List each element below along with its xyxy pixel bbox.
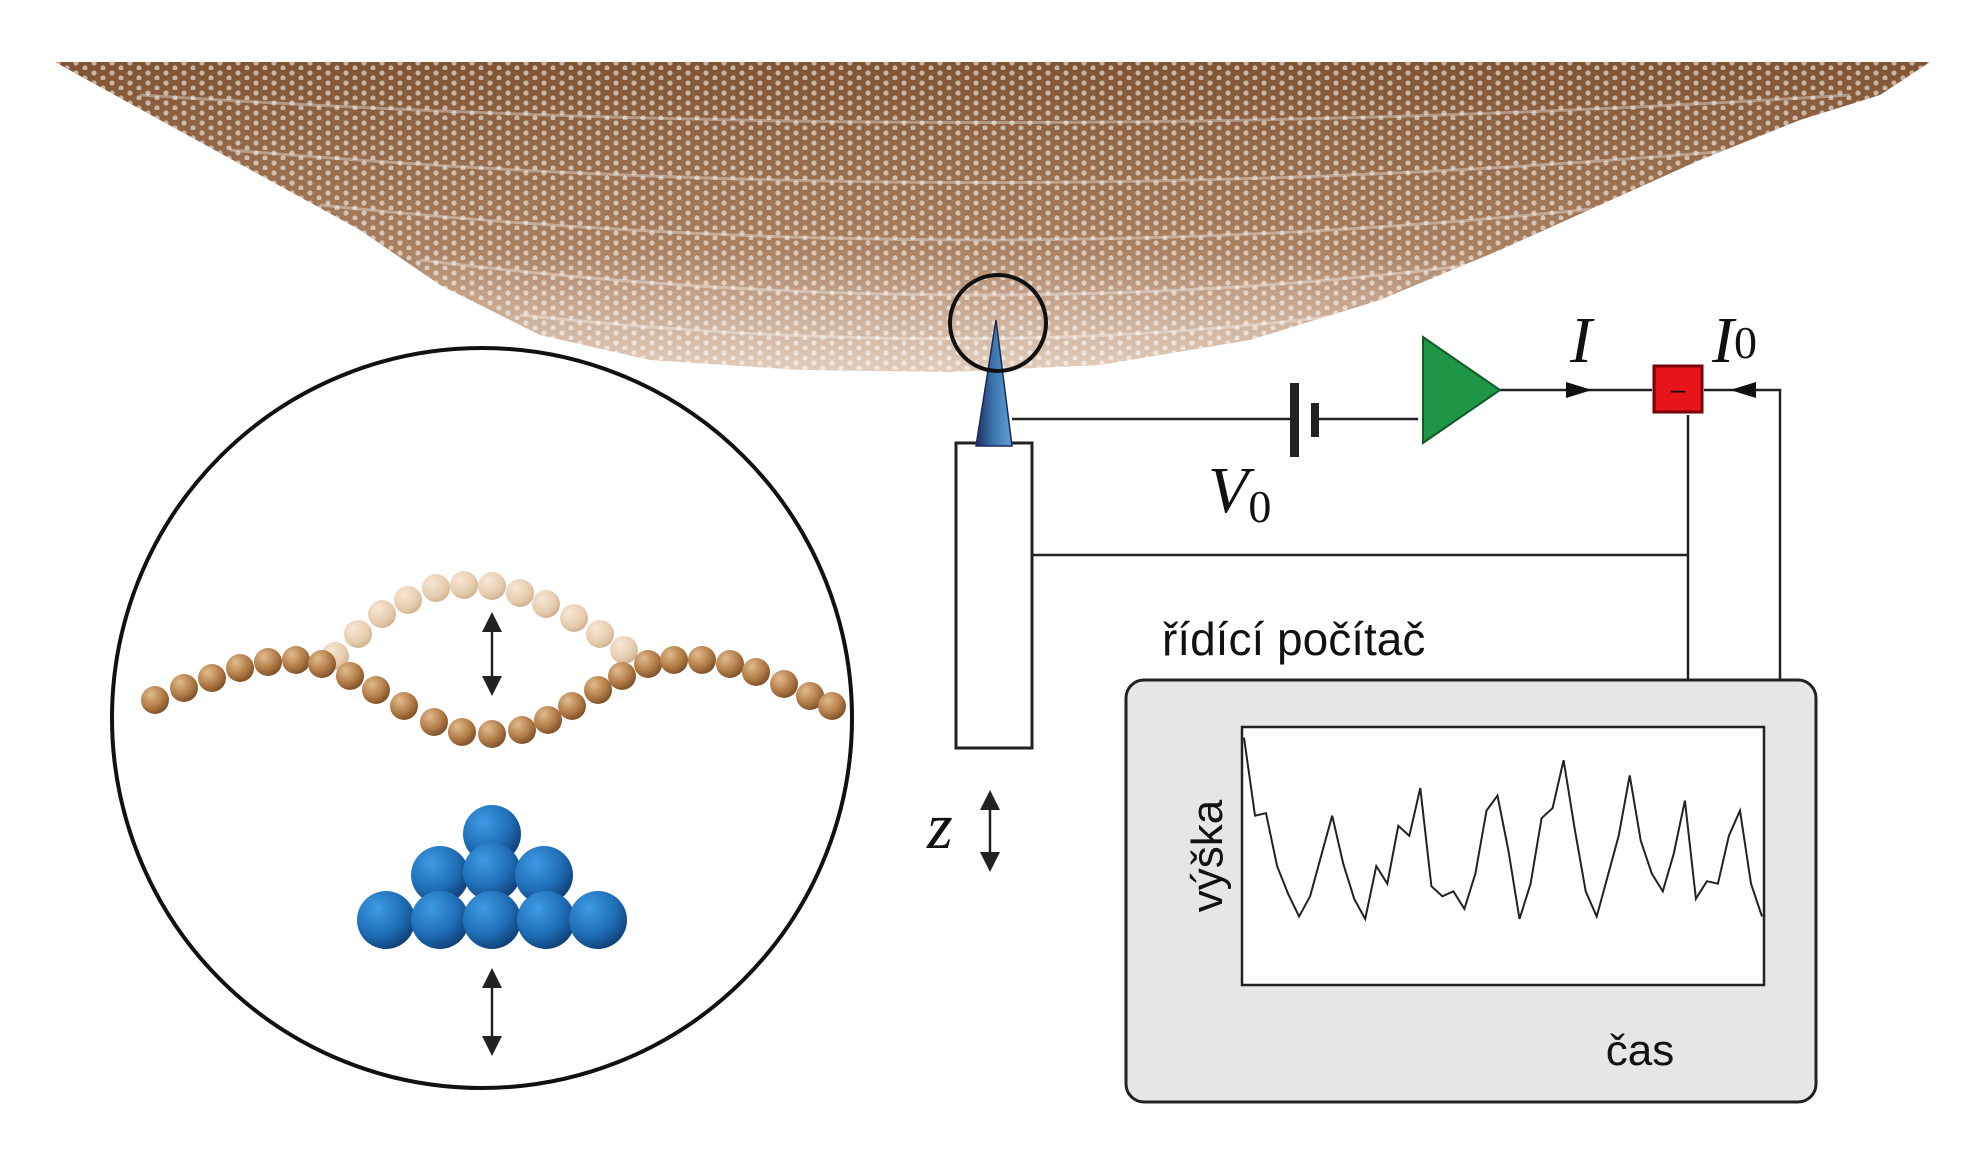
raised-atom	[532, 590, 560, 618]
reference-current-arrow	[1730, 382, 1756, 398]
chain-atom	[818, 692, 846, 720]
raised-atom	[506, 579, 534, 607]
piezo-scanner	[954, 441, 1034, 750]
chain-atom	[308, 650, 336, 678]
raised-atom	[422, 574, 450, 602]
circuit-wires	[1012, 388, 1782, 680]
cluster-double-arrow-icon	[482, 968, 502, 1056]
reference-current-label: I0	[1711, 304, 1757, 377]
chain-atom	[742, 658, 770, 686]
plot-screen	[1240, 725, 1766, 987]
chain-atom	[660, 646, 688, 674]
chain-atom	[282, 646, 310, 674]
chain-atom	[141, 686, 169, 714]
raised-atom	[450, 571, 478, 599]
chain-atom	[448, 718, 476, 746]
raised-atom	[560, 604, 588, 632]
z-axis-label: z	[926, 790, 953, 863]
chain-atom	[796, 682, 824, 710]
blue-atom-cluster	[357, 805, 627, 949]
chain-atom	[508, 716, 536, 744]
raised-atom	[478, 572, 506, 600]
raised-atom	[368, 600, 396, 628]
cluster-atom	[515, 846, 573, 904]
height-signal-line	[1243, 737, 1763, 922]
cluster-atom	[463, 843, 521, 901]
battery-icon	[1290, 383, 1319, 457]
chain-atom	[558, 692, 586, 720]
cluster-atom	[463, 891, 521, 949]
chain-atom	[534, 706, 562, 734]
graphene-membrane	[55, 62, 1930, 372]
raised-atom	[394, 586, 422, 614]
raised-atom	[610, 636, 638, 664]
x-axis-label: čas	[1606, 1026, 1674, 1075]
cluster-atom	[411, 846, 469, 904]
current-arrow	[1566, 382, 1592, 398]
comparator-sign: –	[1671, 374, 1686, 404]
chain-atom	[608, 662, 636, 690]
copper-atom-chain	[141, 571, 846, 748]
chain-atom	[362, 676, 390, 704]
chain-atom	[584, 676, 612, 704]
chain-atom	[170, 674, 198, 702]
cluster-atom	[357, 891, 415, 949]
chain-atom	[420, 708, 448, 736]
cluster-atom	[569, 891, 627, 949]
tip-highlight-circle	[948, 273, 1048, 373]
membrane-double-arrow-icon	[482, 612, 502, 696]
raised-atom	[344, 620, 372, 648]
cluster-atom	[411, 891, 469, 949]
y-axis-label: výška	[1183, 799, 1232, 912]
stm-tip-icon	[975, 319, 1013, 447]
cluster-atom	[517, 891, 575, 949]
chain-atom	[198, 664, 226, 692]
current-label: I	[1569, 304, 1595, 377]
z-double-arrow-icon	[980, 790, 1000, 872]
computer-label: řídící počítač	[1162, 613, 1425, 665]
chain-atom	[716, 650, 744, 678]
amplifier-icon	[1422, 335, 1502, 445]
comparator-box: –	[1652, 364, 1704, 414]
chain-atom	[390, 692, 418, 720]
chain-atom	[688, 646, 716, 674]
inset-magnified-circle	[110, 346, 854, 1090]
chain-atom	[336, 662, 364, 690]
chain-atom	[478, 720, 506, 748]
chain-atom	[254, 648, 282, 676]
chain-atom	[770, 670, 798, 698]
raised-atom	[586, 620, 614, 648]
chain-atom	[226, 654, 254, 682]
chain-atom	[634, 650, 662, 678]
voltage-label: V0	[1208, 454, 1271, 532]
